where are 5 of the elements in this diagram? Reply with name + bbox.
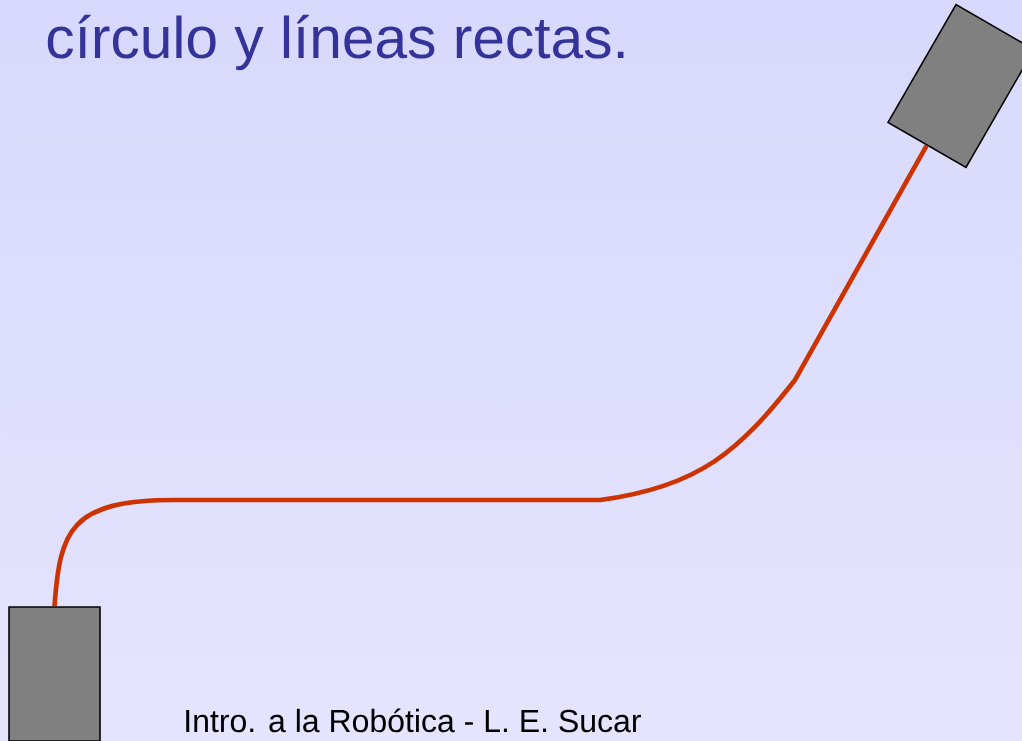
path-line	[52, 144, 929, 607]
robot-box	[8, 606, 101, 741]
footer-text: Intro. a la Robótica - L. E. Sucar	[186, 708, 641, 733]
slide-title: círculo y líneas rectas.	[47, 14, 624, 71]
robot-box	[886, 3, 1022, 169]
